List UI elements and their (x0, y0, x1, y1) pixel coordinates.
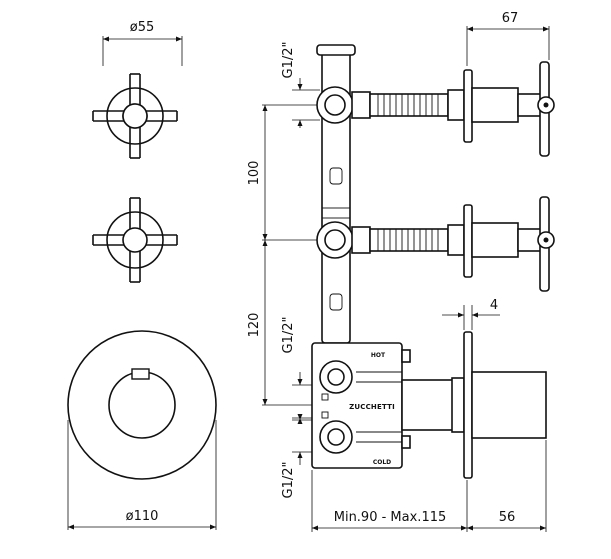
upper-valve (316, 61, 555, 157)
spacing-upper-label: 100 (247, 161, 262, 186)
spacing-lower-label: 120 (247, 313, 262, 338)
middle-valve (316, 196, 555, 292)
thread-callout-bottom: G1/2" (281, 414, 320, 498)
thread-top-label: G1/2" (281, 42, 296, 79)
dimension-plate-diameter: ø110 (67, 420, 217, 530)
hot-label: HOT (371, 352, 386, 359)
dimension-plate-thickness: 4 (442, 298, 500, 330)
dimension-spacing: 100 120 (247, 104, 318, 406)
thread-middle-label: G1/2" (281, 317, 296, 354)
plate-diameter-label: ø110 (126, 509, 159, 524)
cold-label: COLD (373, 459, 391, 466)
handle-diameter-label: ø55 (130, 20, 155, 35)
handle-depth-label: 56 (499, 510, 516, 525)
depth-top-label: 67 (502, 11, 519, 26)
dimension-handle-diameter: ø55 (102, 20, 183, 66)
dimension-install-depth: Min.90 - Max.115 56 (311, 440, 547, 532)
install-depth-label: Min.90 - Max.115 (334, 510, 447, 525)
thermostatic-body: HOT COLD ZUCCHETTI (311, 331, 547, 479)
dimension-depth-top: 67 (466, 11, 550, 66)
brand-label: ZUCCHETTI (349, 403, 395, 411)
front-view-upper-handle (92, 73, 178, 159)
front-view-lower-handle (92, 197, 178, 283)
plate-thickness-label: 4 (490, 298, 498, 313)
thread-callout-top: G1/2" (281, 42, 320, 128)
front-view-plate (67, 330, 217, 480)
thread-bottom-label: G1/2" (281, 462, 296, 499)
